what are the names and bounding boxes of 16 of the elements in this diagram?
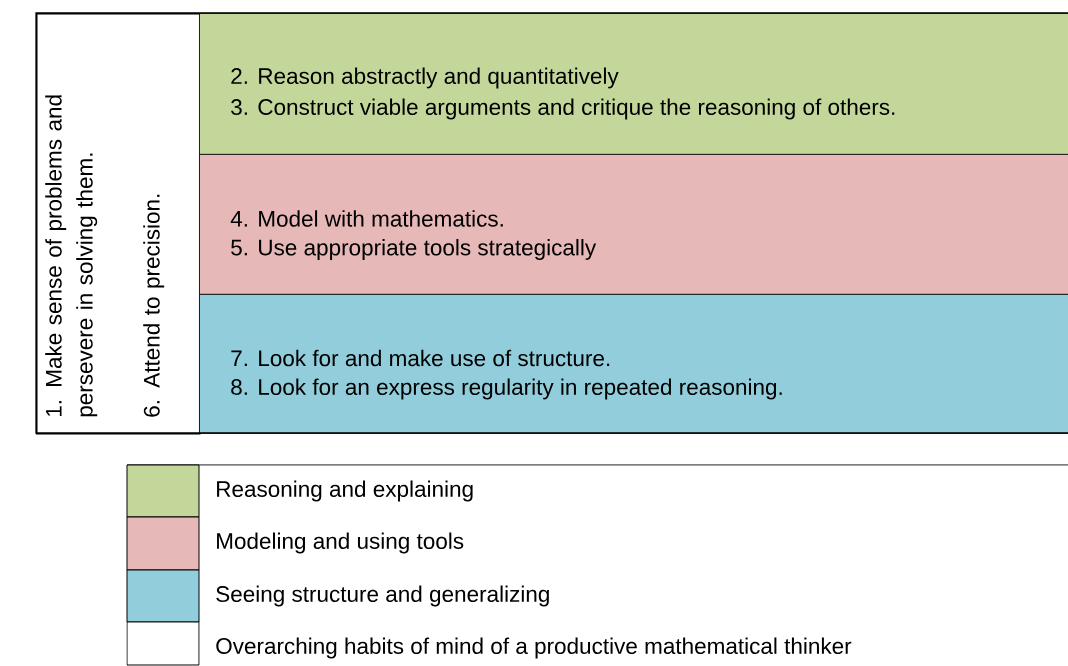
list-item: 7. Look for and make use of structure. — [231, 349, 610, 367]
list-item: 1. Make sense of problems and persevere in solving them. — [45, 95, 98, 417]
list-item: 4. Model with mathematics. — [230, 210, 503, 227]
category-band — [199, 154, 1068, 295]
list-item: 2. Reason abstractly and quantitatively — [231, 67, 619, 89]
legend-text: Reasoning and explaining — [217, 480, 473, 502]
list-item: 8. Look for an express regularity in repeated reasoning. — [231, 378, 782, 400]
category-column — [36, 13, 201, 435]
list-item: 3. Construct viable arguments and critique the reasoning of others. — [231, 98, 895, 120]
list-item: 5. Use appropriate tools strategically — [231, 239, 597, 260]
legend-text: Modeling and using tools — [217, 532, 464, 554]
legend-text: Overarching habits of mind of a productive mathematical thinker — [216, 637, 852, 659]
category-band — [199, 294, 1068, 434]
list-item: 6. Attend to precision. — [143, 194, 165, 417]
category-band — [199, 13, 1068, 155]
legend-text: Seeing structure and generalizing — [216, 585, 549, 607]
